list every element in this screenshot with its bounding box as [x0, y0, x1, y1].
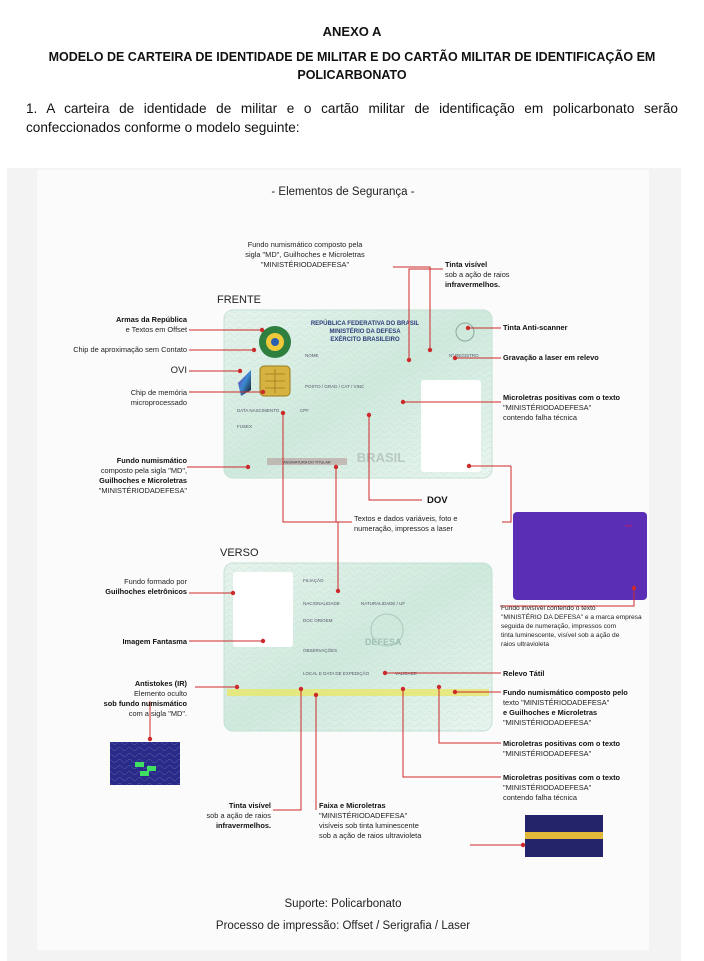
label-microletras-front-3: contendo falha técnica — [503, 413, 578, 422]
label-fundo-top-3: "MINISTÉRIODADEFESA" — [261, 260, 350, 269]
card-nome: NOME — [305, 353, 319, 358]
label-microletras-back1-1: Microletras positivas com o texto — [503, 739, 621, 748]
anti-scanner-emblem-icon — [455, 322, 475, 342]
label-microletras-front-2: "MINISTÉRIODADEFESA" — [503, 403, 592, 412]
label-fundo-invisivel-3: seguida de numeração, impressos com — [501, 623, 617, 630]
label-antistokes-2: Elemento oculto — [134, 689, 187, 698]
card-filiacao: FILIAÇÃO — [303, 577, 324, 583]
label-fundo-top-2: sigla "MD", Guilhoches e Microletras — [245, 250, 365, 259]
footer-processo: Processo de impressão: Offset / Serigraf… — [216, 920, 470, 932]
card-local-data: LOCAL E DATA DE EXPEDIÇÃO — [303, 670, 370, 676]
label-fundo-back-4: "MINISTÉRIODADEFESA" — [503, 718, 592, 727]
label-fundo-back-3: e Guilhoches e Microletras — [503, 708, 597, 717]
card-nacionalidade: NACIONALIDADE — [303, 601, 340, 606]
label-faixa-1: Faixa e Microletras — [319, 801, 386, 810]
label-chip-memoria-1: Chip de memória — [131, 388, 188, 397]
card-naturalidade: NATURALIDADE / UF — [361, 601, 405, 606]
label-fundo-guilhoches-1: Fundo formado por — [124, 577, 187, 586]
label-tinta-bottom-1: Tinta visível — [229, 801, 271, 810]
intro-paragraph: 1. A carteira de identidade de militar e… — [26, 101, 678, 135]
label-textos-1: Textos e dados variáveis, foto e — [354, 514, 458, 523]
label-fundo-invisivel-2: "MINISTÉRIO DA DEFESA" e a marca empresa — [501, 612, 642, 621]
label-armas-1: Armas da República — [116, 315, 188, 324]
document-title-line2: POLICARBONATO — [297, 68, 407, 82]
front-label: FRENTE — [217, 294, 261, 306]
svg-text:▪▪▪▪▪: ▪▪▪▪▪ — [625, 523, 633, 528]
document-title-line1: MODELO DE CARTEIRA DE IDENTIDADE DE MILI… — [48, 50, 656, 64]
label-relevo: Relevo Tátil — [503, 669, 544, 678]
label-fundo-invisivel-1: Fundo invisível contendo o texto — [501, 605, 596, 612]
label-antistokes-3: sob fundo numismático — [104, 699, 188, 708]
label-fundo-front-1: Fundo numismático — [117, 456, 188, 465]
label-microletras-back2-3: contendo falha técnica — [503, 793, 578, 802]
label-fundo-front-3: Guilhoches e Microletras — [99, 476, 187, 485]
card-ministerio: MINISTÉRIO DA DEFESA — [329, 327, 401, 335]
uv-stripe — [227, 689, 489, 696]
label-imagem-fantasma: Imagem Fantasma — [123, 637, 188, 646]
card-observacoes: OBSERVAÇÕES — [303, 647, 337, 653]
label-microletras-back2-1: Microletras positivas com o texto — [503, 773, 621, 782]
label-tinta-top-3: infravermelhos. — [445, 280, 500, 289]
back-emblem-icon — [370, 613, 404, 647]
label-fundo-front-2: composto pela sigla "MD", — [101, 466, 187, 475]
card-fusex: FUSEX — [237, 424, 252, 429]
figure-panel: - Elementos de Segurança - FRENTE REPÚBL… — [37, 170, 649, 950]
back-label: VERSO — [220, 547, 259, 559]
photo-area — [421, 380, 481, 472]
card-nascimento: DATA NASCIMENTO — [237, 408, 280, 413]
footer-suporte: Suporte: Policarbonato — [285, 898, 402, 910]
label-tinta-bottom-3: infravermelhos. — [216, 821, 271, 830]
label-tinta-bottom-2: sob a ação de raios — [206, 811, 271, 820]
label-faixa-4: sob a ação de raios ultravioleta — [319, 831, 422, 840]
label-chip-contato: Chip de aproximação sem Contato — [73, 345, 187, 354]
label-fundo-back-1: Fundo numismático composto pelo — [503, 688, 628, 697]
label-ovi: OVI — [171, 365, 187, 376]
label-microletras-back1-2: "MINISTÉRIODADEFESA" — [503, 749, 592, 758]
label-textos-2: numeração, impressos a laser — [354, 524, 454, 533]
label-antistokes-4: com a sigla "MD". — [129, 709, 187, 718]
left-labels: Fundo numismático composto pela sigla "M… — [73, 240, 422, 840]
card-republica: REPÚBLICA FEDERATIVA DO BRASIL — [311, 320, 420, 327]
ovi-icon — [238, 370, 251, 396]
card-defesa: DEFESA — [365, 637, 402, 647]
figure-heading: - Elementos de Segurança - — [271, 186, 414, 198]
right-labels: Tinta visível sob a ação de raios infrav… — [354, 260, 642, 802]
annex-heading: ANEXO A — [322, 24, 382, 39]
label-tinta-top-2: sob a ação de raios — [445, 270, 510, 279]
label-faixa-3: visíveis sob tinta luminescente — [319, 821, 419, 830]
card-assinatura: ASSINATURA DO TITULAR — [283, 461, 331, 465]
label-microletras-front-1: Microletras positivas com o texto — [503, 393, 621, 402]
label-fundo-top-1: Fundo numismático composto pela — [248, 240, 364, 249]
card-front: REPÚBLICA FEDERATIVA DO BRASIL MINISTÉRI… — [223, 309, 493, 479]
card-registro: Nº REGISTRO — [449, 353, 479, 358]
card-cpf: CPF — [300, 408, 309, 413]
card-back: FILIAÇÃO NACIONALIDADE NATURALIDADE / UF… — [223, 562, 493, 732]
ghost-image-area — [233, 572, 293, 647]
label-anti-scanner: Tinta Anti-scanner — [503, 323, 568, 332]
label-fundo-back-2: texto "MINISTÉRIODADEFESA" — [503, 698, 610, 707]
card-doc-origem: DOC ORIGEM — [303, 618, 333, 623]
label-gravacao: Gravação a laser em relevo — [503, 353, 599, 362]
label-fundo-guilhoches-2: Guilhoches eletrônicos — [105, 587, 187, 596]
label-armas-2: e Textos em Offset — [126, 325, 187, 334]
label-fundo-front-4: "MINISTÉRIODADEFESA" — [99, 486, 188, 495]
label-fundo-invisivel-5: raios ultravioleta — [501, 641, 549, 648]
label-chip-memoria-2: microprocessado — [131, 398, 187, 407]
label-antistokes-1: Antistokes (IR) — [135, 679, 188, 688]
label-tinta-top-1: Tinta visível — [445, 260, 487, 269]
card-exercito: EXÉRCITO BRASILEIRO — [330, 335, 400, 343]
card-brasil: BRASIL — [357, 450, 405, 465]
leader-lines — [147, 266, 635, 848]
card-posto: POSTO / GRAD / CAT / VINC — [305, 384, 365, 389]
label-microletras-back2-2: "MINISTÉRIODADEFESA" — [503, 783, 592, 792]
security-elements-figure: - Elementos de Segurança - FRENTE REPÚBL… — [7, 168, 681, 961]
label-faixa-2: "MINISTÉRIODADEFESA" — [319, 811, 408, 820]
label-dov: DOV — [427, 495, 448, 506]
uv-panel — [513, 512, 647, 600]
label-fundo-invisivel-4: tinta luminescente, visível sob a ação d… — [501, 632, 620, 639]
security-diagram: - Elementos de Segurança - FRENTE REPÚBL… — [73, 186, 647, 932]
